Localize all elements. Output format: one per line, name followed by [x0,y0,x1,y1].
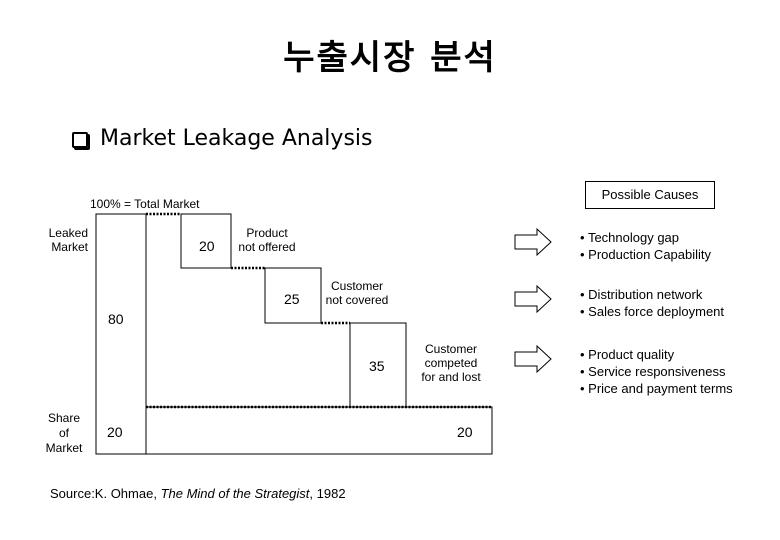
step-box-product-not-offered [180,213,232,269]
arrow-right-icon [514,344,552,374]
leaked-total-value: 80 [108,311,124,327]
step-label-customer-not-covered: Customer not covered [325,279,389,307]
source-suffix: , 1982 [309,486,346,501]
share-value-right: 20 [457,424,473,440]
arrow-right-icon [514,284,552,314]
step-box-customer-not-covered [264,267,322,324]
checkbox-bullet-icon [72,131,88,148]
page-title: 누출시장 분석 [283,38,497,78]
step-label-customer-lost: Customer competed for and lost [421,342,481,384]
cause-item: Product quality [580,346,733,363]
step-value-customer-not-covered: 25 [284,291,300,307]
cause-item: Sales force deployment [580,303,724,320]
arrow-right-icon [514,227,552,257]
cause-item: Production Capability [580,246,711,263]
cause-group-2: Distribution network Sales force deploym… [580,286,724,320]
step-label-product-not-offered: Product not offered [238,226,296,254]
source-book-title: The Mind of the Strategist [160,486,310,501]
share-bar [145,406,493,455]
possible-causes-header: Possible Causes [585,181,715,209]
source-prefix: Source:K. Ohmae, [50,486,161,501]
source-citation: Source:K. Ohmae, The Mind of the Strateg… [50,486,346,501]
cause-group-1: Technology gap Production Capability [580,229,711,263]
section-heading: Market Leakage Analysis [72,126,372,151]
cause-item: Price and payment terms [580,380,733,397]
step-value-product-not-offered: 20 [199,238,215,254]
total-market-label: 100% = Total Market [90,197,200,211]
leaked-market-label: Leaked Market [48,226,88,254]
total-market-bar [95,213,147,455]
share-value-left: 20 [107,424,123,440]
cause-item: Distribution network [580,286,724,303]
cause-group-3: Product quality Service responsiveness P… [580,346,733,397]
step-value-customer-lost: 35 [369,358,385,374]
section-heading-text: Market Leakage Analysis [100,126,373,151]
cause-item: Technology gap [580,229,711,246]
share-of-market-label: Share of Market [45,411,83,455]
cause-item: Service responsiveness [580,363,733,380]
